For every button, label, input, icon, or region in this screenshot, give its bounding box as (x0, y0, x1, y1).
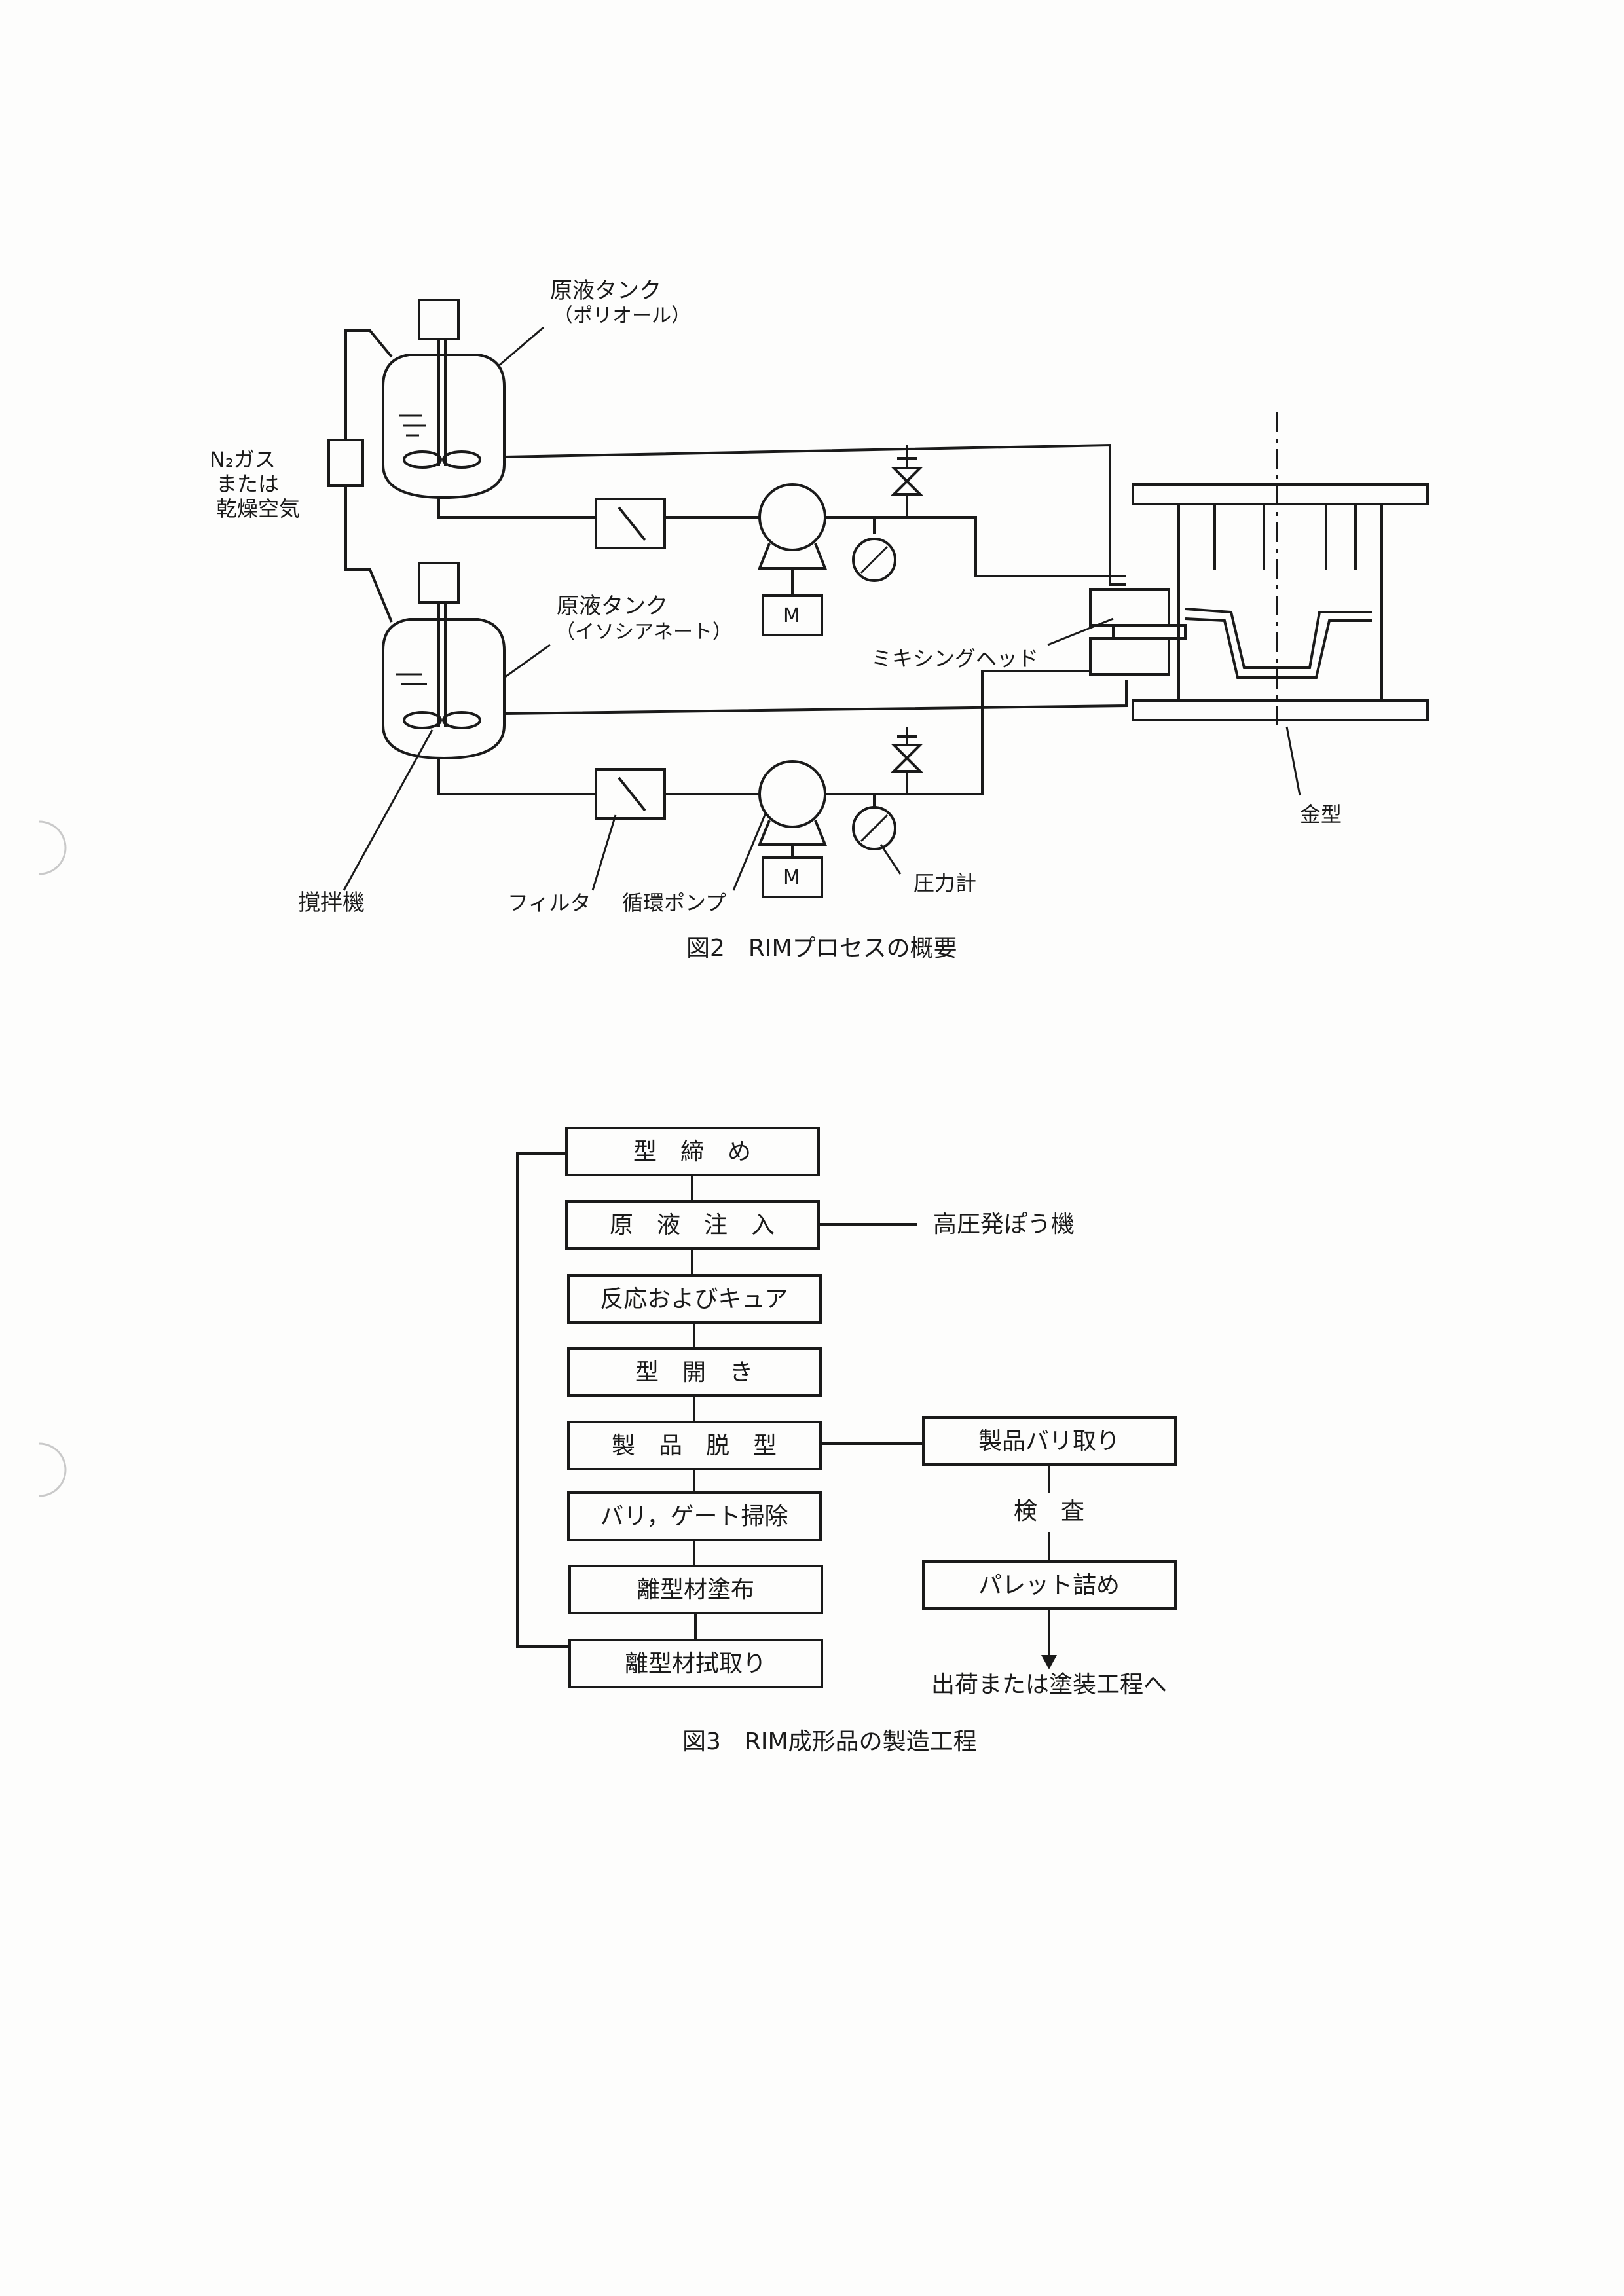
step-label-2: 原 液 注 入 (610, 1212, 775, 1239)
step-label-8: 離型材拭取り (625, 1650, 766, 1677)
label-mixing-head: ミキシングヘッド (871, 646, 1039, 671)
motor-polyol (762, 594, 823, 636)
tank-isocyanate-drive (418, 562, 460, 604)
label-agitator: 撹拌機 (298, 890, 365, 916)
step-label-4: 型 開 き (635, 1359, 753, 1386)
press-upper-platen (1132, 483, 1429, 505)
step-box-8 (568, 1639, 823, 1688)
figure2-diagram: 原液タンク （ポリオール） 原液タンク （イソシアネート） N₂ガス または 乾… (210, 278, 1429, 962)
step-label-6: バリ，ゲート掃除 (600, 1503, 788, 1530)
step-label-3: 反応およびキュア (600, 1286, 788, 1313)
final-step-label: 出荷または塗装工程へ (931, 1671, 1167, 1698)
pump-isocyanate (758, 760, 826, 828)
gas-supply-line (327, 329, 393, 623)
arrow-head (1041, 1655, 1057, 1669)
label-mold: 金型 (1300, 802, 1342, 827)
tank-polyol-body (382, 354, 506, 500)
polyol-pressure-line (825, 516, 1126, 577)
polyol-return-line (504, 443, 1126, 586)
binder-hole (39, 820, 67, 875)
tank-polyol-drive (418, 299, 460, 340)
branch-label-2: 検 査 (1014, 1498, 1084, 1525)
step-box-7 (568, 1565, 823, 1614)
process-loop-line (516, 1152, 570, 1648)
label-gas-line2: または (216, 471, 279, 496)
binder-hole (39, 1442, 67, 1497)
step-box-1 (565, 1127, 820, 1176)
liquid-level-mark (396, 673, 427, 685)
branch-label-1: 製品バリ取り (978, 1428, 1120, 1455)
step-label-5: 製 品 脱 型 (612, 1432, 777, 1459)
label-pump: 循環ポンプ (622, 890, 726, 915)
step-label-7: 離型材塗布 (637, 1576, 754, 1603)
label-motor-polyol: M (783, 604, 800, 627)
liquid-level-mark (399, 414, 426, 437)
press-lower-platen (1132, 699, 1429, 721)
mixing-head (1089, 588, 1187, 676)
valve-isocyanate (891, 744, 923, 773)
isocyanate-pressure-line (825, 670, 1126, 795)
tank-isocyanate-body (382, 618, 506, 760)
figure2-caption: 図2 RIMプロセスの概要 (686, 935, 957, 962)
label-tank-isocyanate-sub: （イソシアネート） (555, 621, 732, 644)
side-label-high-pressure-machine: 高圧発ぽう機 (933, 1211, 1075, 1238)
label-pressure-gauge: 圧力計 (913, 871, 976, 896)
label-tank-isocyanate: 原液タンク (557, 593, 668, 619)
label-gas-line3: 乾燥空気 (216, 496, 300, 521)
gas-regulator (327, 439, 364, 487)
polyol-feed-line (437, 498, 596, 519)
figure3-flowchart: 型 締 め 原 液 注 入 反応およびキュア 型 開 き 製 品 脱 型 バリ，… (516, 1127, 1177, 1755)
isocyanate-return-line (504, 680, 1128, 715)
step-box-4 (567, 1347, 822, 1397)
valve-polyol (891, 467, 923, 496)
branch-process-steps: 製品バリ取り 検 査 パレット詰め 出荷または塗装工程へ (821, 1416, 1177, 1698)
step-label-1: 型 締 め (633, 1139, 751, 1165)
step-box-5 (567, 1421, 822, 1470)
motor-isocyanate (762, 856, 823, 898)
figure3-caption: 図3 RIM成形品の製造工程 (682, 1728, 977, 1755)
tank-polyol (382, 299, 506, 500)
branch-label-3: パレット詰め (978, 1572, 1120, 1599)
step-box-3 (567, 1274, 822, 1324)
isocyanate-feed-line (437, 758, 596, 795)
tank-isocyanate (382, 562, 506, 760)
label-gas-line1: N₂ガス (210, 447, 276, 472)
label-tank-polyol: 原液タンク (550, 278, 661, 304)
main-process-steps: 型 締 め 原 液 注 入 反応およびキュア 型 開 き 製 品 脱 型 バリ，… (565, 1127, 823, 1688)
mold-press (1132, 412, 1429, 727)
label-filter: フィルタ (507, 890, 591, 915)
pump-polyol (758, 483, 826, 551)
step-box-6 (567, 1491, 822, 1541)
label-tank-polyol-sub: （ポリオール） (553, 304, 691, 327)
label-motor-isocyanate: M (783, 866, 800, 889)
